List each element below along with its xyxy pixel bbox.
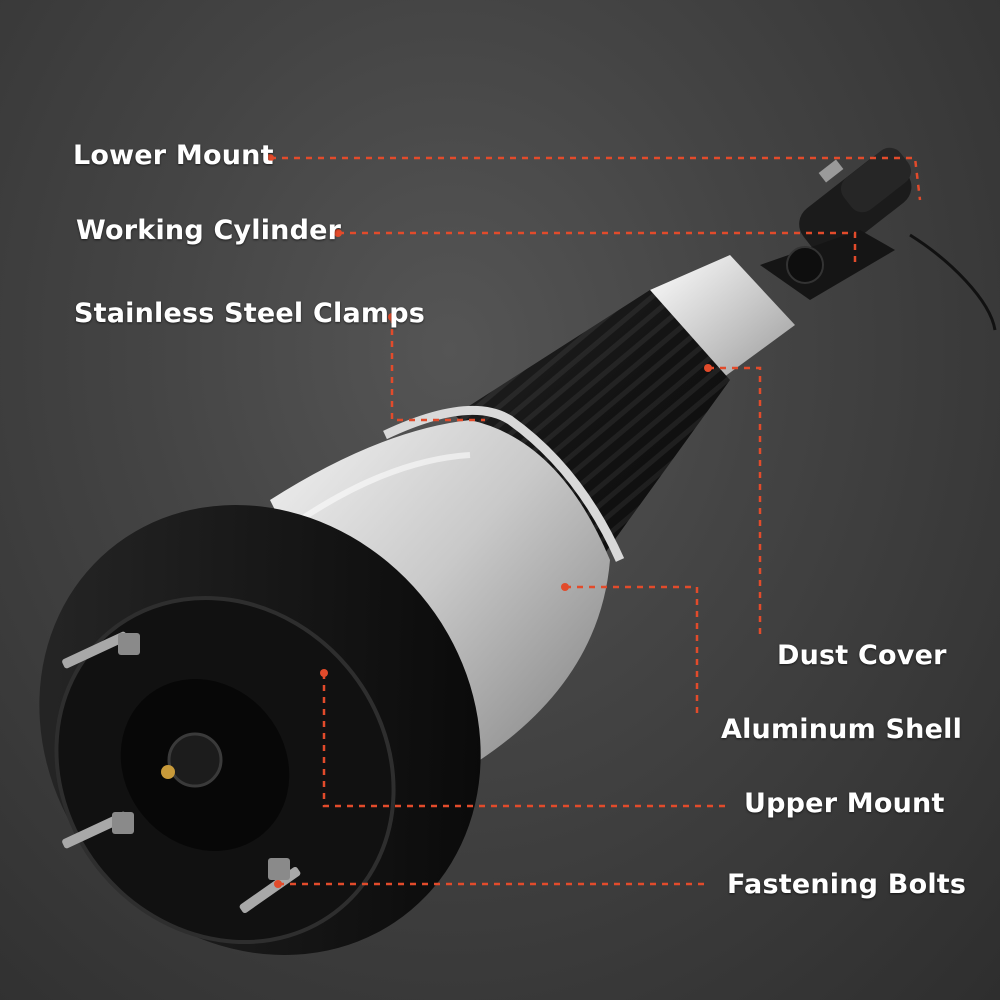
callout-dots	[266, 154, 712, 888]
leader-upper-mount	[322, 673, 725, 808]
upper-mount-shape	[39, 504, 481, 956]
cable	[909, 233, 997, 331]
leader-aluminum-shell	[565, 585, 699, 714]
label-aluminum-shell: Aluminum Shell	[721, 714, 963, 745]
label-upper-mount: Upper Mount	[744, 788, 945, 819]
label-stainless-steel-clamps: Stainless Steel Clamps	[74, 298, 426, 329]
aluminum-shell-shape	[270, 420, 610, 800]
label-dust-cover: Dust Cover	[777, 640, 947, 671]
label-working-cylinder: Working Cylinder	[76, 215, 342, 246]
dot-fastening-bolts	[274, 880, 282, 888]
lower-mount-assembly	[760, 147, 912, 300]
leader-dust-cover	[708, 366, 762, 640]
leader-lower-mount	[270, 156, 922, 201]
dot-working-cylinder	[334, 229, 342, 237]
label-lower-mount: Lower Mount	[73, 140, 274, 171]
dust-cover-shape	[455, 290, 730, 560]
bolts	[62, 631, 301, 913]
top-ring	[650, 255, 795, 380]
dot-aluminum-shell	[561, 583, 569, 591]
dot-stainless-steel-clamps	[388, 313, 396, 321]
clamp-ring	[383, 405, 625, 562]
dot-upper-mount	[320, 669, 328, 677]
callout-lines	[270, 156, 922, 886]
label-fastening-bolts: Fastening Bolts	[727, 869, 967, 900]
leader-working-cylinder	[338, 231, 857, 262]
dot-dust-cover	[704, 364, 712, 372]
leader-stainless-steel-clamps	[390, 317, 485, 422]
dot-lower-mount	[266, 154, 274, 162]
